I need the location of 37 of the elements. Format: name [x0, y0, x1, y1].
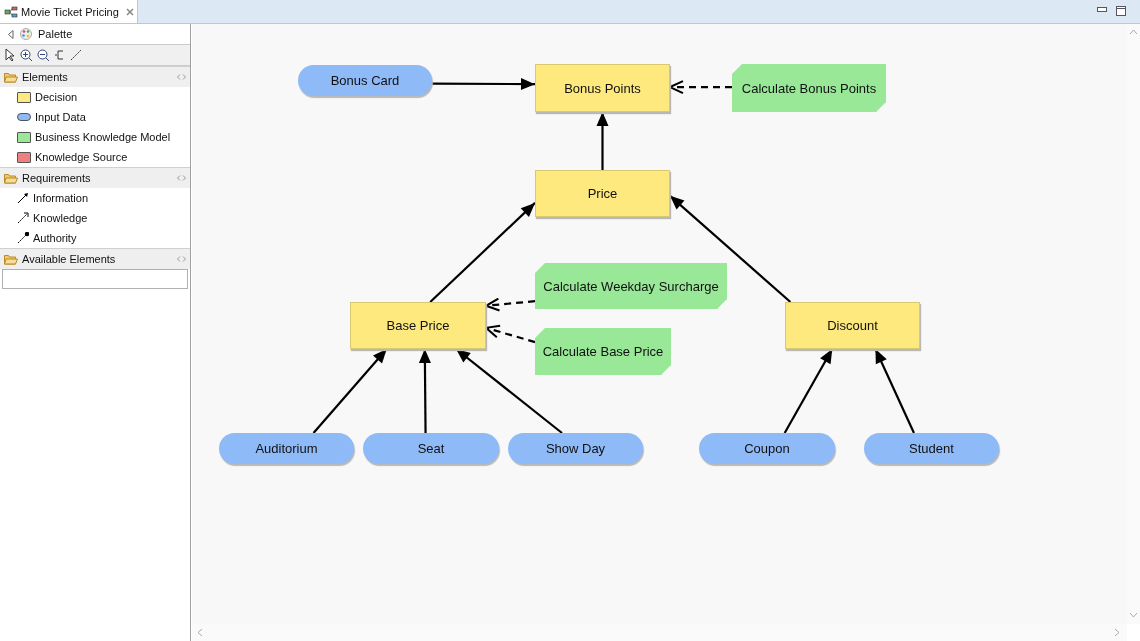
input-data-pill: Auditorium [219, 433, 354, 464]
input-data-pill: Seat [363, 433, 499, 464]
legend-text: Information [33, 192, 89, 204]
arrow [874, 348, 915, 434]
arrow [485, 297, 536, 312]
legend-text: Knowledge Source [35, 151, 128, 163]
section-heading: Requirements [22, 172, 91, 184]
legend-text: Decision [35, 91, 78, 103]
decision-box: Base Price [350, 302, 486, 349]
arrow [596, 112, 609, 170]
arrow [418, 349, 431, 433]
section-heading: Available Elements [22, 253, 116, 265]
arrow [485, 324, 536, 344]
arrow [432, 78, 535, 91]
arrow [669, 80, 732, 95]
arrow [312, 348, 388, 434]
arrow [455, 348, 563, 434]
legend-text: Authority [33, 232, 77, 244]
input-data-pill: Bonus Card [298, 65, 432, 96]
decision-box: Price [535, 170, 670, 217]
input-data-pill: Student [864, 433, 999, 464]
arrow [669, 195, 792, 303]
knowledge-model-box: Calculate Bonus Points [732, 64, 886, 112]
arrow [429, 202, 536, 303]
legend-text: Knowledge [33, 212, 88, 224]
decision-box: Bonus Points [535, 64, 670, 112]
tab-title: Movie Ticket Pricing [21, 5, 119, 18]
arrow [783, 348, 834, 434]
section-heading: Elements [22, 71, 68, 83]
knowledge-model-box: Calculate Weekday Surcharge [535, 263, 727, 309]
palette-title: Palette [38, 28, 73, 40]
input-data-pill: Coupon [699, 433, 835, 464]
decision-box: Discount [785, 302, 920, 349]
legend-text: Input Data [35, 111, 86, 123]
input-data-pill: Show Day [508, 433, 643, 464]
legend-text: Business Knowledge Model [35, 131, 171, 143]
knowledge-model-box: Calculate Base Price [535, 328, 671, 375]
